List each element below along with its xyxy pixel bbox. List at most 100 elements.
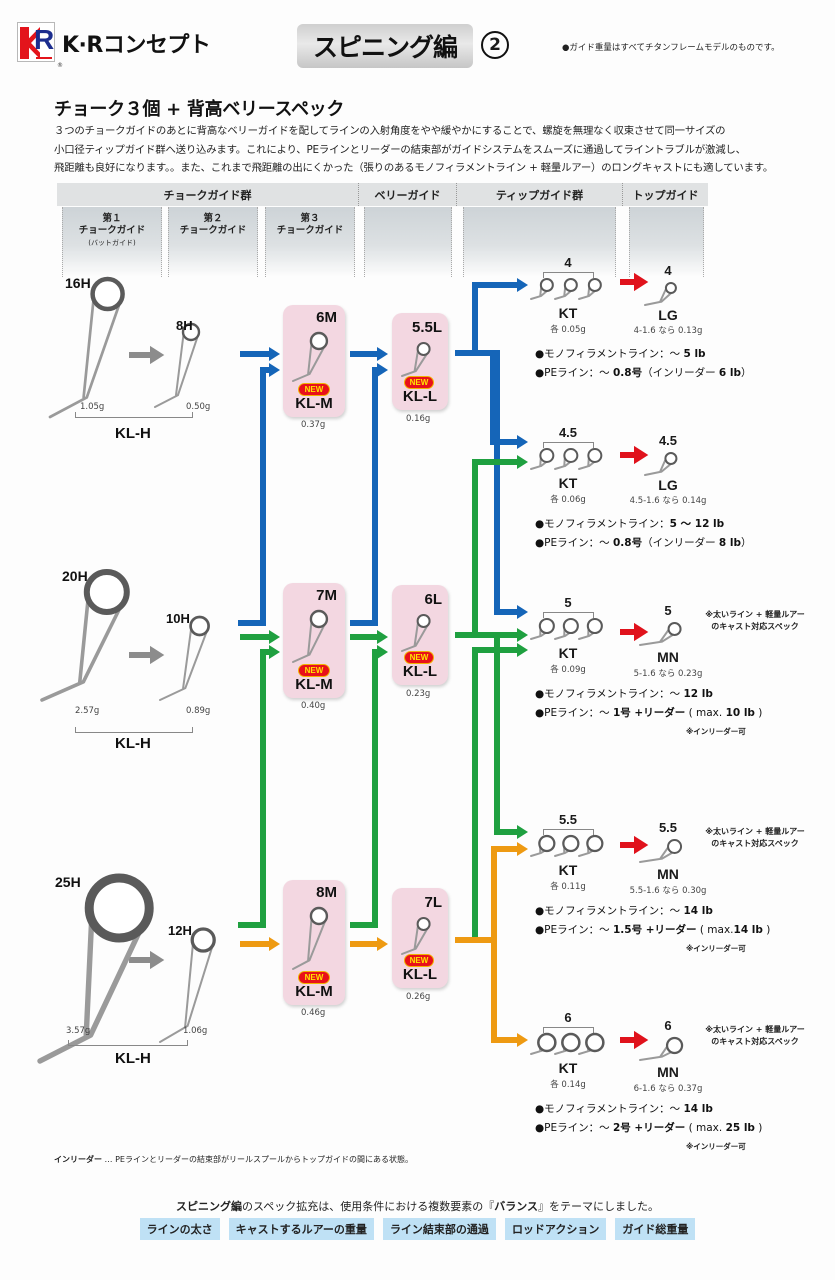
pe-line-spec: ●PEライン：〜 2号 +リーダー ( max. 25 lb ) — [535, 1120, 762, 1135]
series-bracket — [75, 727, 193, 733]
pe-suffix: ( max. — [696, 924, 734, 936]
inleader-ok-note: ※インリーダー可 — [686, 727, 746, 736]
blue-arrow-to-4.5-head — [517, 435, 528, 449]
third-guide-model: KL-M — [295, 983, 333, 1000]
inleader-ok-note: ※インリーダー可 — [686, 944, 746, 953]
kt-bracket — [543, 612, 594, 618]
pe-end: ） — [741, 367, 752, 379]
second-choke-guide-icon — [154, 322, 201, 408]
kt-guide-icon — [554, 278, 578, 300]
kt-guide-icon — [578, 834, 604, 857]
kr-logo: R — [17, 22, 55, 62]
blue-arrow-to-5 — [455, 350, 517, 615]
green-arrow-to-7M-head — [269, 630, 280, 644]
series-bracket — [75, 412, 193, 418]
pe-value: 2号 +リーダー — [612, 1122, 686, 1134]
mono-line-spec: ●モノフィラメントライン：〜 12 lb — [535, 686, 713, 701]
top-guide-size: 4.5 — [658, 433, 678, 448]
blue-arrow-7M-to-5.5L — [350, 367, 378, 626]
cast-spec-note: ※太いライン + 軽量ルアー のキャスト対応スペック — [705, 827, 805, 848]
description-line: ３つのチョークガイドのあとに背高なベリーガイドを配してラインの入射角度をやや緩や… — [54, 125, 726, 137]
green-arrow-25H-to-7M — [238, 649, 269, 928]
mono-prefix: ●モノフィラメントライン：〜 — [535, 905, 684, 917]
subheader-label: チョークガイド — [276, 225, 344, 236]
pe-prefix: ●PEライン：〜 — [535, 367, 613, 379]
weight-note: ●ガイド重量はすべてチタンフレームモデルのものです。 — [562, 43, 780, 53]
kt-guide-icon — [554, 448, 579, 470]
top-guide-size: 6 — [664, 1018, 672, 1033]
theme-tags: ラインの太さ キャストするルアーの重量 ライン結束部の通過 ロッドアクション ガ… — [0, 1218, 835, 1240]
green-arrow-to-5-head — [517, 628, 528, 642]
kt-weight: 各 0.05g — [550, 325, 586, 335]
pe-leader-value: 14 lb — [733, 924, 763, 936]
subheader-label: 第１ — [102, 213, 122, 224]
kt-guide-icon — [578, 617, 603, 640]
kt-weight: 各 0.09g — [550, 665, 586, 675]
green-arrow-to-4.5 — [472, 459, 517, 635]
header-top: トップガイド — [623, 183, 708, 206]
green-arrow-to-5.5-head — [517, 825, 528, 839]
belly-guide-size: 7L — [424, 894, 442, 911]
pe-value: 0.8号 — [612, 537, 643, 549]
subheader-label: チョークガイド — [78, 225, 146, 236]
kt-size: 5.5 — [558, 812, 578, 827]
first-guide-weight: 1.05g — [80, 402, 105, 412]
top-guide-icon — [644, 282, 677, 306]
top-guide-size: 4 — [664, 263, 672, 278]
subheader-note: (バットガイド) — [88, 239, 136, 247]
footnote-text: … PEラインとリーダーの結束部がリールスプールからトップガイドの間にある状態。 — [102, 1155, 413, 1164]
mono-value: 14 lb — [683, 1103, 713, 1115]
mono-line-spec: ●モノフィラメントライン：〜 14 lb — [535, 903, 713, 918]
second-guide-size: 10H — [166, 611, 190, 626]
mono-prefix: ●モノフィラメントライン：〜 — [535, 1103, 684, 1115]
mono-line-spec: ●モノフィラメントライン：〜 14 lb — [535, 1101, 713, 1116]
pe-line-spec: ●PEライン：〜 0.8号（インリーダー 6 lb） — [535, 365, 752, 380]
subheader-choke-3: 第３ チョークガイド — [265, 207, 355, 277]
theme-tag: キャストするルアーの重量 — [228, 1218, 374, 1240]
pe-suffix: （インリーダー — [642, 537, 719, 549]
subheader-label: チョークガイド — [179, 225, 247, 236]
subheader-tip — [463, 207, 616, 277]
third-choke-guide-icon — [292, 609, 329, 663]
first-guide-size: 20H — [62, 568, 88, 584]
balance-statement: スピニング編のスペック拡充は、使用条件における複数要素の『バランス』をテーマにし… — [0, 1198, 835, 1214]
belly-guide-icon — [401, 917, 431, 955]
pe-end: ) — [762, 924, 771, 936]
orange-arrow-to-7L-head — [377, 937, 388, 951]
theme-tag: ガイド総重量 — [615, 1218, 696, 1240]
statement-text: のスペック拡充は、使用条件における複数要素の『 — [241, 1200, 495, 1213]
page-title: K·Rコンセプト — [62, 33, 211, 58]
belly-guide-weight: 0.26g — [406, 992, 431, 1002]
green-arrow-25H-to-7M-head — [269, 645, 280, 659]
subheader-choke-2: 第２ チョークガイド — [168, 207, 258, 277]
green-arrow-7L-to-5-head — [517, 643, 528, 657]
top-guide-model: MN — [657, 1064, 679, 1080]
series-label: KL-H — [115, 735, 151, 752]
kt-guide-icon — [530, 448, 555, 470]
kt-bracket — [543, 272, 594, 278]
logo-r-mark: R — [34, 24, 55, 55]
top-guide-icon — [639, 839, 683, 863]
third-guide-weight: 0.46g — [301, 1008, 326, 1018]
mono-value: 12 lb — [683, 688, 713, 700]
kt-weight: 各 0.06g — [550, 495, 586, 505]
header-belly: ベリーガイド — [359, 183, 457, 206]
pe-line-spec: ●PEライン：〜 0.8号（インリーダー 8 lb） — [535, 535, 752, 550]
orange-arrow-to-5.5 — [491, 846, 517, 940]
belly-guide-icon — [401, 342, 431, 377]
new-badge: NEW — [404, 376, 434, 389]
new-badge: NEW — [298, 971, 330, 984]
header-choke-group: チョークガイド群 — [57, 183, 359, 206]
new-badge: NEW — [298, 383, 330, 396]
blue-arrow-7M-to-5.5L-head — [377, 363, 388, 377]
kt-bracket — [543, 1027, 594, 1033]
kt-model: KT — [558, 645, 578, 661]
top-guide-weight: 4-1.6 なら 0.13g — [633, 326, 703, 336]
registered-mark: ® — [57, 62, 63, 69]
belly-guide-model: KL-L — [402, 388, 438, 405]
kt-bracket — [543, 829, 594, 835]
pe-suffix: （インリーダー — [642, 367, 719, 379]
pe-value: 1号 +リーダー — [612, 707, 686, 719]
green-arrow-to-6L-head — [377, 630, 388, 644]
